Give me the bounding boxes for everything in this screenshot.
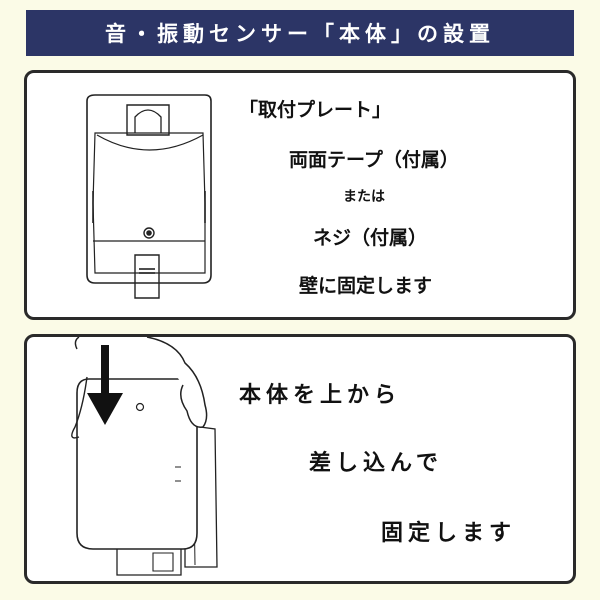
wall-fix-label: 壁に固定します xyxy=(299,275,433,297)
page-title: 音・振動センサー「本体」の設置 xyxy=(105,22,495,46)
fix-label: 固定します xyxy=(381,521,517,546)
insert-step-panel: 本体を上から 差し込んで 固定します xyxy=(24,334,576,584)
sensor-insert-illustration xyxy=(71,337,218,576)
double-sided-tape-label: 両面テープ（付属） xyxy=(289,149,459,171)
plate-step-panel: 「取付プレート」 両面テープ（付属） または ネジ（付属） 壁に固定します xyxy=(24,70,576,320)
insert-from-top-label: 本体を上から xyxy=(239,383,402,408)
slide-in-label: 差し込んで xyxy=(309,451,443,476)
screw-label: ネジ（付属） xyxy=(313,227,428,249)
plate-label: 「取付プレート」 xyxy=(239,99,392,121)
page-title-banner: 音・振動センサー「本体」の設置 xyxy=(26,10,574,56)
mounting-plate-illustration xyxy=(86,94,212,299)
or-label: または xyxy=(343,189,385,205)
